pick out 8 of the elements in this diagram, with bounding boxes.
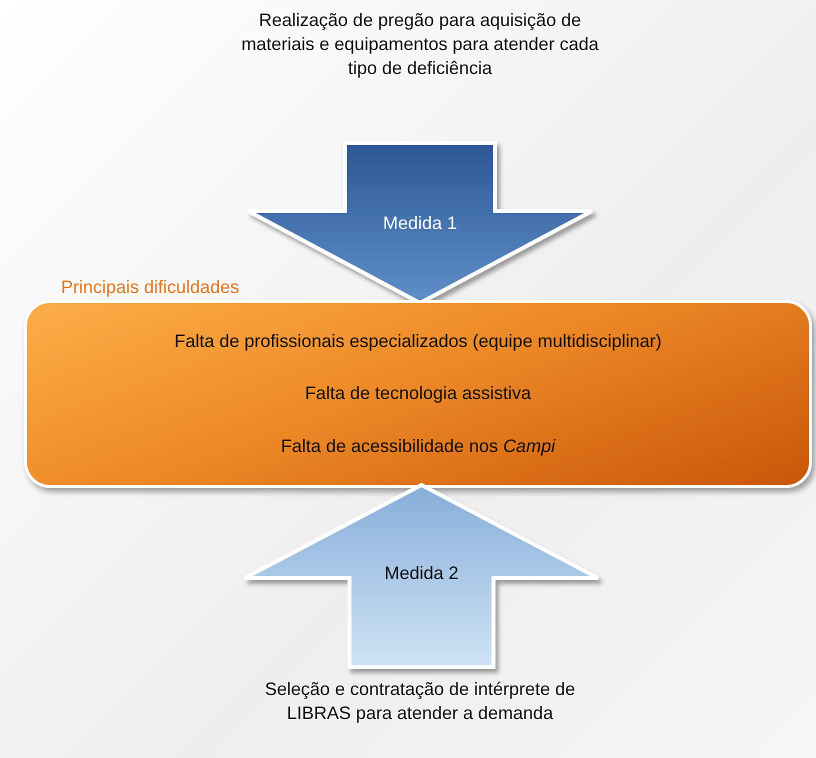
difficulty-item: Falta de acessibilidade nos Campi	[280, 436, 556, 458]
panel-heading: Principais dificuldades	[61, 277, 240, 298]
difficulty-item: Falta de tecnologia assistiva	[304, 383, 532, 404]
caption-text: Realização de pregão para aquisição de materiais e equipamentos para atender cada tipo de deficiência	[230, 8, 610, 80]
caption-text: Seleção e contratação de intérprete de LIBRAS para atender a demanda	[260, 677, 580, 725]
arrow-label: Medida 1	[382, 213, 458, 234]
difficulty-item: Falta de profissionais especializados (equipe multidisciplinar)	[174, 330, 662, 352]
arrow-label: Medida 2	[384, 563, 459, 584]
